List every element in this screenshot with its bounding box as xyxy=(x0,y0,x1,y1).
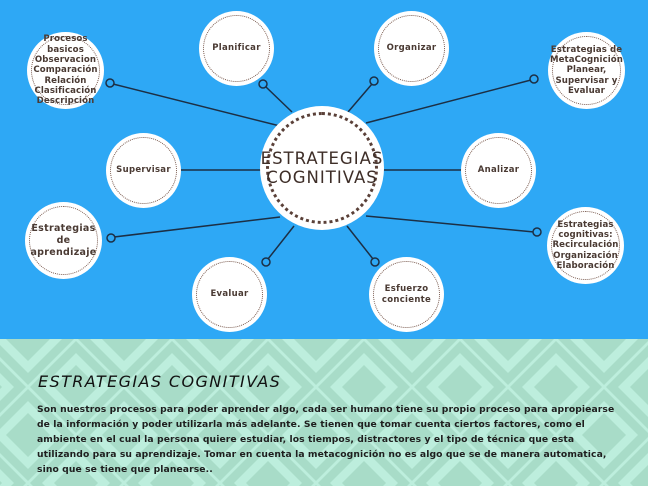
node-label: Procesos basicos Observacion Comparación… xyxy=(33,34,98,107)
node-metacognicion[interactable]: Estrategias de MetaCognición Planear, Su… xyxy=(548,32,625,109)
node-label: Esfuerzo conciente xyxy=(381,284,432,305)
dotted-ring xyxy=(551,211,620,280)
edge-esfuerzo-conciente xyxy=(346,225,374,260)
edge-estrategias-cognitivas xyxy=(365,215,535,233)
node-planificar[interactable]: Planificar xyxy=(199,11,274,86)
node-handle-icon xyxy=(529,74,539,84)
description-panel xyxy=(0,339,648,486)
node-label: Estrategias cognitivas: Recirculación Or… xyxy=(552,219,619,271)
dotted-ring xyxy=(31,36,100,105)
node-handle-icon xyxy=(258,79,268,89)
node-label: Estrategias de MetaCognición Planear, Su… xyxy=(549,44,624,96)
node-evaluar[interactable]: Evaluar xyxy=(192,257,267,332)
node-handle-icon xyxy=(261,257,271,267)
node-label: Analizar xyxy=(477,165,520,176)
node-label: Supervisar xyxy=(116,165,171,176)
node-label: Planificar xyxy=(212,43,261,54)
node-label: Evaluar xyxy=(210,289,249,300)
node-handle-icon xyxy=(105,78,115,88)
dotted-ring xyxy=(110,137,177,204)
node-procesos-basicos[interactable]: Procesos basicos Observacion Comparación… xyxy=(27,32,104,109)
dotted-ring xyxy=(29,206,98,275)
edge-metacognicion xyxy=(365,79,532,124)
diamond-pattern-background xyxy=(0,339,648,486)
dotted-ring xyxy=(552,36,621,105)
center-node[interactable]: ESTRATEGIAS COGNITIVAS xyxy=(260,106,384,230)
node-esfuerzo-conciente[interactable]: Esfuerzo conciente xyxy=(369,257,444,332)
node-organizar[interactable]: Organizar xyxy=(374,11,449,86)
section-body: Son nuestros procesos para poder aprende… xyxy=(37,404,615,475)
section-title: ESTRATEGIAS COGNITIVAS xyxy=(38,372,282,391)
dotted-ring xyxy=(378,15,445,82)
dotted-ring xyxy=(203,15,270,82)
dotted-ring xyxy=(373,261,440,328)
edge-evaluar xyxy=(267,225,295,260)
edge-organizar xyxy=(347,83,373,113)
dotted-ring xyxy=(266,112,378,224)
node-handle-icon xyxy=(532,227,542,237)
node-handle-icon xyxy=(106,233,116,243)
node-label: Organizar xyxy=(386,43,437,54)
edge-estrategias-aprendizaje xyxy=(113,216,281,238)
node-label: Estrategias de aprendizaje xyxy=(30,222,97,258)
edge-procesos-basicos xyxy=(112,83,281,127)
dotted-ring xyxy=(465,137,532,204)
dotted-ring xyxy=(196,261,263,328)
edge-planificar xyxy=(265,86,293,113)
node-analizar[interactable]: Analizar xyxy=(461,133,536,208)
node-handle-icon xyxy=(369,76,379,86)
center-node-label: ESTRATEGIAS COGNITIVAS xyxy=(260,149,384,187)
node-handle-icon xyxy=(370,257,380,267)
node-estrategias-aprendizaje[interactable]: Estrategias de aprendizaje xyxy=(25,202,102,279)
node-estrategias-cognitivas[interactable]: Estrategias cognitivas: Recirculación Or… xyxy=(547,207,624,284)
diagram-area: ESTRATEGIAS COGNITIVAS Procesos basicos … xyxy=(0,0,648,339)
node-supervisar[interactable]: Supervisar xyxy=(106,133,181,208)
